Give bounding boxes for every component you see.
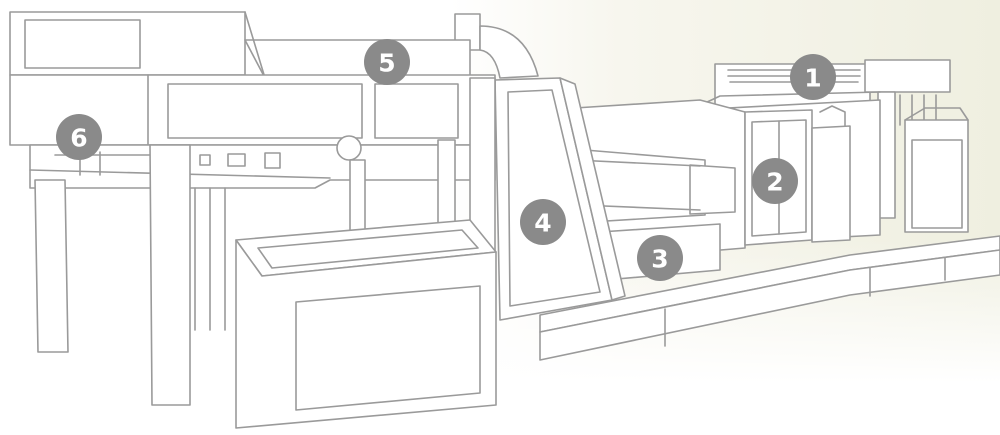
callout-marker-2: 2	[752, 158, 798, 204]
callout-marker-3: 3	[637, 235, 683, 281]
callout-marker-number: 1	[804, 64, 821, 93]
callout-marker-4: 4	[520, 199, 566, 245]
callout-marker-number: 3	[651, 245, 668, 274]
callout-marker-6: 6	[56, 114, 102, 160]
callout-marker-number: 4	[534, 209, 551, 238]
callout-marker-number: 6	[70, 124, 87, 153]
callout-marker-1: 1	[790, 54, 836, 100]
callout-marker-number: 5	[378, 49, 395, 78]
callout-marker-number: 2	[766, 168, 783, 197]
callout-marker-5: 5	[364, 39, 410, 85]
